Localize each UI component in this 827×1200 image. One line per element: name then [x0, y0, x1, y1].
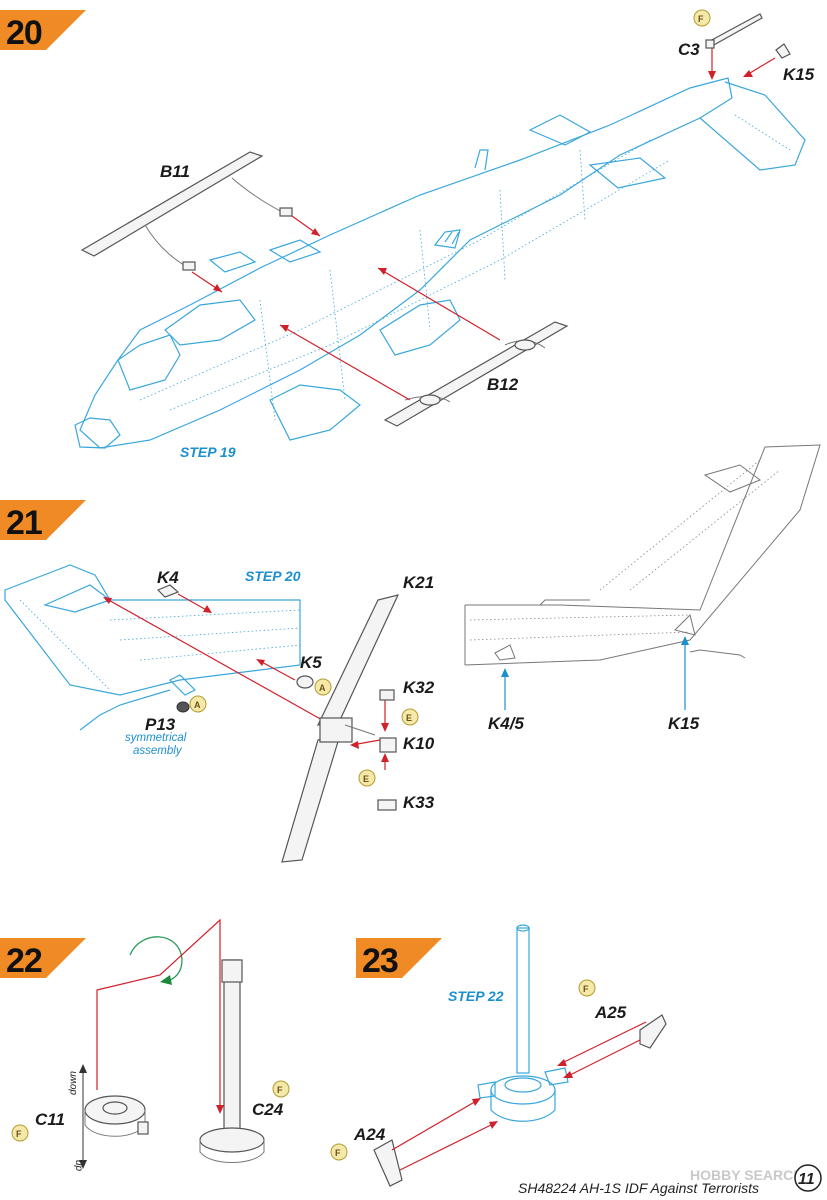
page-number: 11 [798, 1171, 815, 1188]
assembly-arrows-step-21 [103, 593, 389, 770]
step-reference-20: STEP 20 [245, 568, 301, 584]
paint-badge-f-a25: F [578, 979, 596, 997]
helicopter-fuselage-drawing [74, 77, 806, 449]
paint-badge-a-k5: A [314, 678, 332, 696]
assembly-arrows-step-22 [96, 918, 224, 1114]
label-k4: K4 [157, 568, 179, 587]
part-b12-skid [383, 321, 569, 427]
label-a24: A24 [353, 1125, 386, 1144]
svg-text:A: A [194, 700, 201, 710]
step-22-badge [0, 938, 86, 978]
part-b11-skid [80, 151, 293, 271]
part-k33 [377, 799, 397, 811]
footer-product-line: SH48224 AH-1S IDF Against Terrorists [518, 1180, 759, 1196]
callout-arrow-k45 [501, 668, 509, 677]
step-21-badge [0, 500, 86, 540]
step-20-badge [0, 10, 86, 50]
label-c11: C11 [35, 1110, 65, 1129]
svg-text:E: E [406, 713, 412, 723]
step-20-number: 20 [6, 14, 42, 52]
assembly-arrows-step-23 [391, 1021, 647, 1171]
step-21: 21 K4 STEP 20 K5 A P13 A symm [0, 444, 821, 863]
paint-badge-f: F [693, 9, 711, 27]
part-k4 [156, 584, 180, 598]
paint-badge-f-c11: F [11, 1124, 29, 1142]
step-23-badge [356, 938, 442, 978]
paint-badge-e-k32: E [401, 708, 419, 726]
svg-text:E: E [363, 774, 369, 784]
label-b11: B11 [160, 162, 190, 181]
label-b12: B12 [487, 375, 519, 394]
label-c3: C3 [678, 40, 700, 59]
part-p13 [176, 701, 190, 713]
label-k5: K5 [300, 653, 322, 672]
direction-indicator [79, 1064, 87, 1169]
part-a24 [373, 1139, 403, 1187]
part-c11 [84, 1095, 149, 1137]
step-22-number: 22 [6, 942, 42, 980]
label-k32: K32 [403, 678, 435, 697]
part-k10 [379, 737, 397, 753]
label-c24: C24 [252, 1100, 284, 1119]
part-k32 [379, 689, 395, 701]
part-c24-mast [199, 959, 265, 1163]
label-k15: K15 [783, 65, 815, 84]
step-23: 23 STEP 22 A25 F A24 F [330, 924, 667, 1187]
label-k33: K33 [403, 793, 435, 812]
label-down: down [68, 1071, 79, 1095]
label-up: up [73, 1160, 84, 1172]
svg-text:F: F [698, 14, 704, 24]
part-k5 [296, 675, 314, 689]
svg-text:F: F [583, 984, 589, 994]
assembly-arrows-step-20 [191, 46, 776, 401]
tail-view-drawing [464, 444, 821, 666]
note-symmetrical: symmetrical [125, 732, 187, 744]
step-21-number: 21 [6, 504, 42, 542]
label-p13: P13 [145, 715, 176, 734]
svg-text:F: F [277, 1085, 283, 1095]
svg-text:A: A [319, 683, 326, 693]
step-reference-22: STEP 22 [448, 988, 504, 1004]
tail-boom-drawing [4, 564, 301, 731]
mast-assembly-drawing [477, 924, 569, 1122]
part-k15 [775, 43, 791, 59]
label-a25: A25 [594, 1003, 627, 1022]
note-assembly: assembly [133, 745, 183, 757]
label-k10: K10 [403, 734, 435, 753]
footer-watermark: HOBBY SEARCH [690, 1167, 803, 1183]
rotation-arrow [129, 936, 183, 985]
paint-badge-e-k33: E [358, 769, 376, 787]
part-a25 [639, 1014, 667, 1049]
svg-text:F: F [335, 1148, 341, 1158]
part-k21-rotor-blade [281, 594, 400, 863]
step-22: 22 C11 F down up [0, 918, 290, 1172]
paint-badge-a-p13: A [189, 695, 207, 713]
step-reference-19: STEP 19 [180, 444, 236, 460]
svg-text:F: F [16, 1129, 22, 1139]
step-20: 20 [0, 9, 815, 460]
part-c3 [705, 13, 763, 49]
callout-arrow-k15 [681, 636, 689, 645]
label-k4-5: K4/5 [488, 714, 524, 733]
label-k21: K21 [403, 573, 434, 592]
footer: SH48224 AH-1S IDF Against Terrorists HOB… [518, 1164, 822, 1196]
paint-badge-f-a24: F [330, 1143, 348, 1161]
label-k15-view: K15 [668, 714, 700, 733]
paint-badge-f-c24: F [272, 1080, 290, 1098]
page-number-circle [794, 1164, 822, 1192]
step-23-number: 23 [362, 942, 398, 980]
